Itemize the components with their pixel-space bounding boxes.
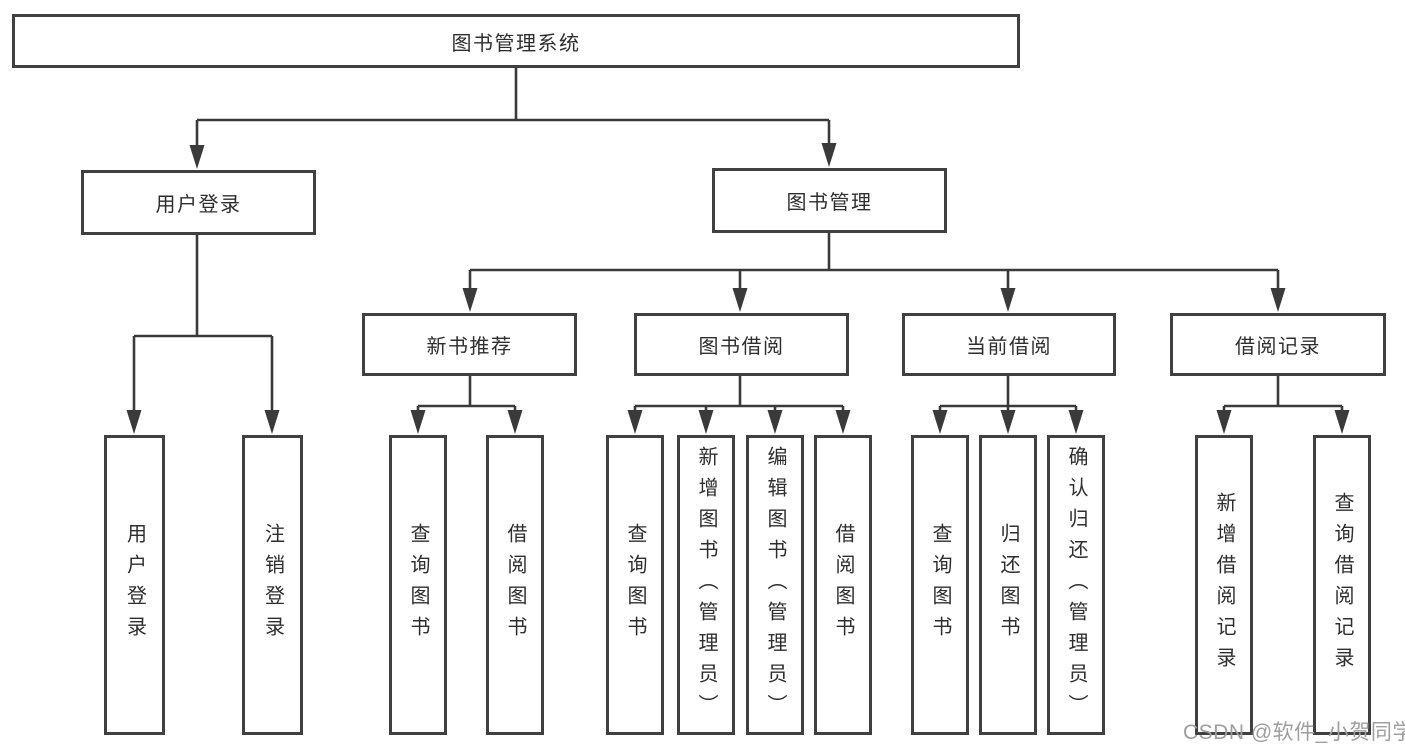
node-current-borrowing: 当前借阅: [902, 313, 1116, 376]
node-label: 当前借阅: [966, 336, 1052, 358]
leaf-label: 借阅图书: [832, 523, 854, 647]
node-library-management-system: 图书管理系统: [12, 14, 1020, 68]
leaf-label: 借阅图书: [504, 523, 526, 647]
leaf-logout: 注销登录: [242, 435, 303, 735]
leaf-user-login: 用户登录: [104, 435, 165, 735]
leaf-label: 注销登录: [261, 523, 284, 647]
leaf-borrow-book: 借阅图书: [814, 435, 872, 735]
node-label: 新书推荐: [426, 336, 513, 358]
leaf-add-book-admin: 新增图书（管理员）: [677, 435, 735, 735]
node-label: 图书借阅: [698, 336, 785, 358]
leaf-label: 确认归还（管理员）: [1065, 445, 1087, 725]
leaf-borrow-book-recommend: 借阅图书: [486, 435, 544, 735]
leaf-query-book-borrow: 查询图书: [606, 435, 664, 735]
node-label: 图书管理: [786, 192, 873, 214]
leaf-label: 查询借阅记录: [1331, 492, 1353, 678]
leaf-label: 归还图书: [997, 523, 1019, 647]
leaf-query-book-recommend: 查询图书: [389, 435, 447, 735]
leaf-label: 查询图书: [407, 523, 429, 647]
node-label: 借阅记录: [1235, 336, 1321, 358]
node-book-management: 图书管理: [712, 168, 947, 233]
node-label: 用户登录: [155, 194, 242, 216]
leaf-edit-book-admin: 编辑图书（管理员）: [746, 435, 804, 735]
node-new-book-recommendation: 新书推荐: [362, 313, 577, 376]
leaf-label: 用户登录: [123, 523, 146, 647]
node-book-borrowing: 图书借阅: [634, 313, 849, 376]
node-label: 图书管理系统: [451, 32, 581, 55]
leaf-label: 查询图书: [929, 523, 951, 647]
leaf-label: 查询图书: [624, 523, 646, 647]
leaf-add-borrow-record: 新增借阅记录: [1195, 435, 1253, 735]
node-user-login: 用户登录: [81, 170, 316, 235]
leaf-return-book: 归还图书: [979, 435, 1037, 735]
leaf-confirm-return-admin: 确认归还（管理员）: [1047, 435, 1105, 735]
node-borrowing-records: 借阅记录: [1170, 313, 1386, 376]
csdn-watermark: CSDN @软件_小贺同学: [1183, 721, 1405, 744]
leaf-label: 新增借阅记录: [1213, 492, 1235, 678]
leaf-label: 新增图书（管理员）: [695, 445, 717, 725]
leaf-query-borrow-record: 查询借阅记录: [1313, 435, 1371, 735]
leaf-label: 编辑图书（管理员）: [764, 445, 786, 725]
leaf-query-book-current: 查询图书: [911, 435, 969, 735]
